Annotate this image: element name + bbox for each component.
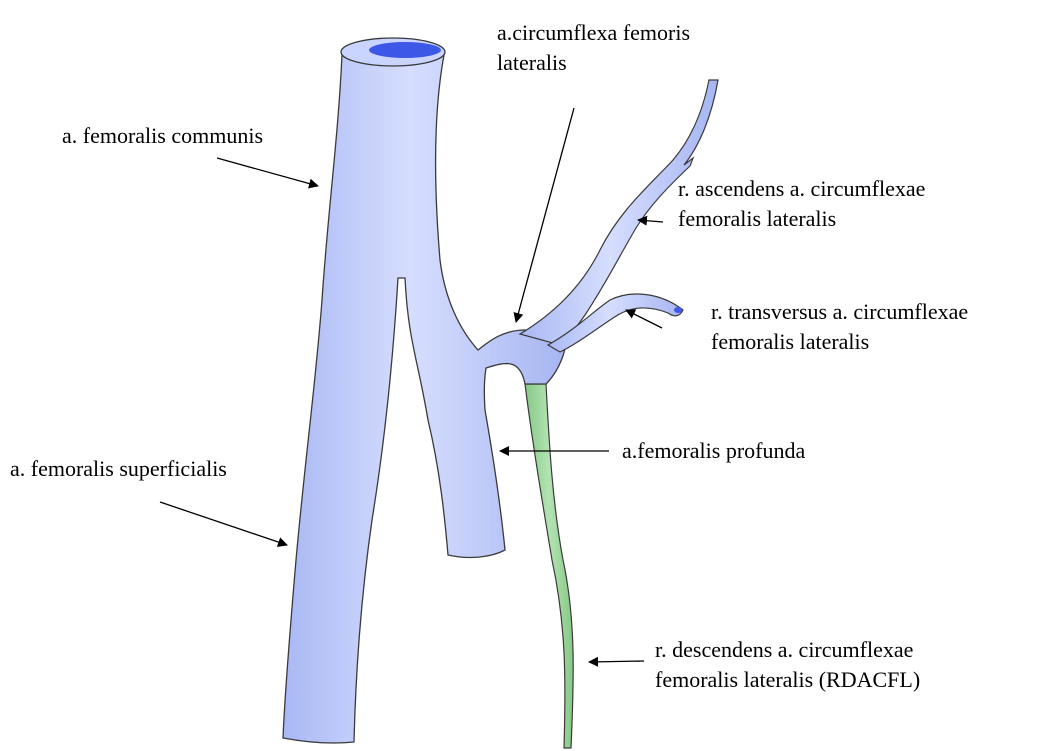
transverse-branch-lumen <box>674 307 682 313</box>
label-ascendens: r. ascendens a. circumflexae femoralis l… <box>678 174 925 234</box>
arrow-circumflexa <box>516 108 574 322</box>
artery-lumen-inner <box>369 42 441 58</box>
label-descendens: r. descendens a. circumflexae femoralis … <box>655 635 920 695</box>
arrow-superficialis <box>160 502 287 545</box>
label-circumflexa: a.circumflexa femoris lateralis <box>497 18 690 78</box>
descending-branch-vessel <box>525 384 573 748</box>
label-transversus: r. transversus a. circumflexae femoralis… <box>711 297 968 357</box>
label-femoralis-communis: a. femoralis communis <box>62 121 263 151</box>
arrow-transversus <box>626 310 662 328</box>
label-profunda: a.femoralis profunda <box>622 436 805 466</box>
arrow-descendens <box>589 661 644 662</box>
label-superficialis: a. femoralis superficialis <box>10 454 227 484</box>
superficial-femoral-vessel <box>283 55 566 743</box>
arrow-ascendens <box>638 220 663 222</box>
arrow-femoralis-communis <box>217 158 318 186</box>
